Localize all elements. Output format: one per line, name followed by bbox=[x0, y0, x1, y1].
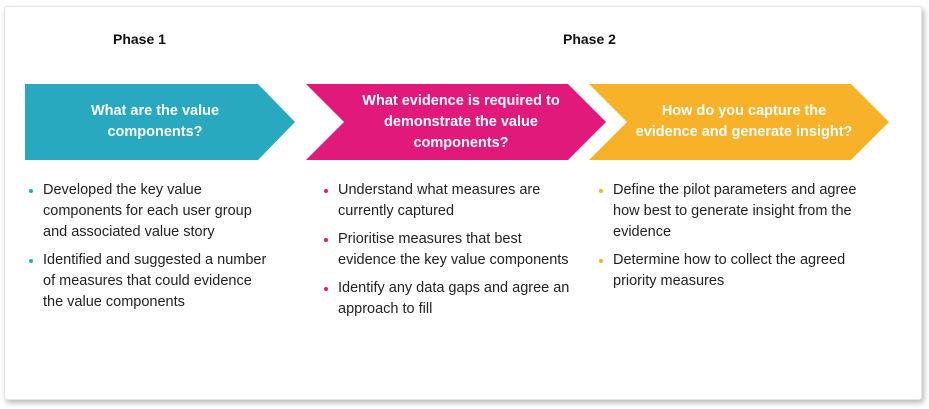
diagram-canvas: Phase 1 Phase 2 What are the value compo… bbox=[4, 6, 922, 400]
list-item: Understand what measures are currently c… bbox=[322, 180, 577, 222]
bullet-text: Identified and suggested a number of mea… bbox=[43, 252, 267, 310]
bullet-text: Define the pilot parameters and agree ho… bbox=[613, 182, 857, 240]
bullet-text: Identify any data gaps and agree an appr… bbox=[338, 280, 570, 317]
step-2-chevron: What evidence is required to demonstrate… bbox=[306, 84, 606, 160]
bullet-dot-icon bbox=[324, 287, 328, 291]
step-2-question: What evidence is required to demonstrate… bbox=[362, 92, 560, 151]
phase-1-title: Phase 1 bbox=[113, 31, 166, 47]
bullet-dot-icon bbox=[29, 259, 33, 263]
list-item: Prioritise measures that best evidence t… bbox=[322, 229, 577, 271]
step-1-bullet-list: Developed the key value components for e… bbox=[27, 180, 272, 320]
bullet-text: Prioritise measures that best evidence t… bbox=[338, 231, 569, 268]
step-2-bullet-list: Understand what measures are currently c… bbox=[322, 180, 577, 327]
bullet-text: Determine how to collect the agreed prio… bbox=[613, 252, 846, 289]
bullet-dot-icon bbox=[599, 189, 603, 193]
list-item: Identify any data gaps and agree an appr… bbox=[322, 278, 577, 320]
phase-2-title: Phase 2 bbox=[563, 31, 616, 47]
list-item: Developed the key value components for e… bbox=[27, 180, 272, 243]
bullet-dot-icon bbox=[29, 189, 33, 193]
list-item: Determine how to collect the agreed prio… bbox=[597, 250, 857, 292]
bullet-dot-icon bbox=[324, 189, 328, 193]
list-item: Identified and suggested a number of mea… bbox=[27, 250, 272, 313]
step-3-bullet-list: Define the pilot parameters and agree ho… bbox=[597, 180, 857, 299]
step-3-chevron: How do you capture the evidence and gene… bbox=[589, 84, 889, 160]
step-3-question: How do you capture the evidence and gene… bbox=[635, 103, 853, 140]
bullet-dot-icon bbox=[599, 259, 603, 263]
step-1-arrow: What are the value components? bbox=[25, 84, 295, 160]
step-1-question: What are the value components? bbox=[90, 103, 220, 140]
list-item: Define the pilot parameters and agree ho… bbox=[597, 180, 857, 243]
bullet-text: Understand what measures are currently c… bbox=[338, 182, 541, 219]
bullet-dot-icon bbox=[324, 238, 328, 242]
bullet-text: Developed the key value components for e… bbox=[43, 182, 252, 240]
